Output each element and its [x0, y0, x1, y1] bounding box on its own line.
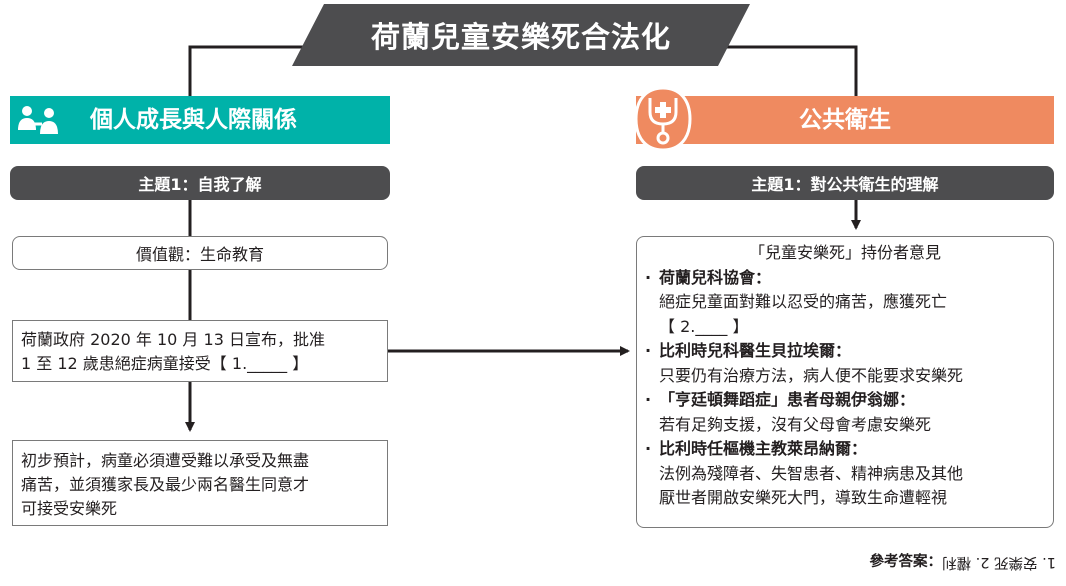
stakeholder-view: 只要仍有治療方法，病人便不能要求安樂死 [659, 365, 964, 385]
news-line: 1 至 12 歲患絕症病童接受【 1._____ 】 [21, 354, 309, 373]
result-line: 初步預計，病童必須遭受難以承受及無盡 [21, 451, 310, 470]
category-banner-right: 公共衛生 [636, 96, 1054, 144]
result-line: 可接受安樂死 [21, 499, 118, 518]
bullet-dot-icon: · [645, 267, 652, 287]
answer-label: 參考答案： [869, 554, 943, 570]
title-banner-shape [292, 4, 750, 66]
news-box: 荷蘭政府 2020 年 10 月 13 日宣布，批准 1 至 12 歲患絕症病童… [12, 320, 388, 382]
theme-bar-left: 主題1：自我了解 [10, 166, 390, 200]
stakeholder-view-cont: 【 2.____ 】 [659, 316, 749, 336]
bullet-dot-icon: · [645, 341, 652, 360]
category-banner-left: 個人成長與人際關係 [10, 96, 390, 144]
bullet-dot-icon: · [645, 439, 652, 458]
title-to-left-line [188, 45, 320, 96]
category-label-right: 公共衛生 [799, 107, 891, 133]
stakeholder-view: 絕症兒童面對難以忍受的痛苦，應獲死亡 [659, 292, 948, 311]
stakeholder-name: ·「亨廷頓舞蹈症」患者母親伊翁娜： [645, 388, 1045, 413]
answer-text-inverted: 1. 安樂死 2. 權利 [942, 554, 1056, 570]
stakeholder-opinions-box: 「兒童安樂死」持份者意見 ·荷蘭兒科協會： 絕症兒童面對難以忍受的痛苦，應獲死亡… [636, 236, 1054, 528]
title-to-right-line [720, 45, 858, 96]
people-icon [18, 106, 58, 134]
result-line: 痛苦，並須獲家長及最少兩名醫生同意才 [21, 475, 310, 494]
stethoscope-cross-icon [634, 86, 692, 152]
bullet-dot-icon: · [645, 390, 652, 409]
values-box: 價值觀：生命教育 [12, 236, 388, 270]
reference-answer: 參考答案：1. 安樂死 2. 權利 [800, 550, 1057, 574]
theme-bar-right: 主題1：對公共衛生的理解 [636, 166, 1054, 200]
result-box: 初步預計，病童必須遭受難以承受及無盡 痛苦，並須獲家長及最少兩名醫生同意才 可接… [12, 440, 388, 526]
stakeholder-name: ·荷蘭兒科協會： [645, 266, 1045, 291]
diagram-title: 荷蘭兒童安樂死合法化 [370, 20, 671, 54]
stakeholder-view-cont: 厭世者開啟安樂死大門，導致生命遭輕視 [659, 488, 948, 507]
category-label-left: 個人成長與人際關係 [90, 107, 297, 133]
opinions-title: 「兒童安樂死」持份者意見 [748, 243, 941, 262]
stakeholder-view: 若有足夠支援，沒有父母會考慮安樂死 [659, 414, 932, 434]
stakeholder-view: 法例為殘障者、失智患者、精神病患及其他 [659, 463, 964, 483]
news-line: 荷蘭政府 2020 年 10 月 13 日宣布，批准 [21, 330, 325, 349]
stakeholder-name: ·比利時兒科醫生貝拉埃爾： [645, 339, 1045, 364]
stakeholder-name: ·比利時任樞機主教萊昂納爾： [645, 437, 1045, 462]
